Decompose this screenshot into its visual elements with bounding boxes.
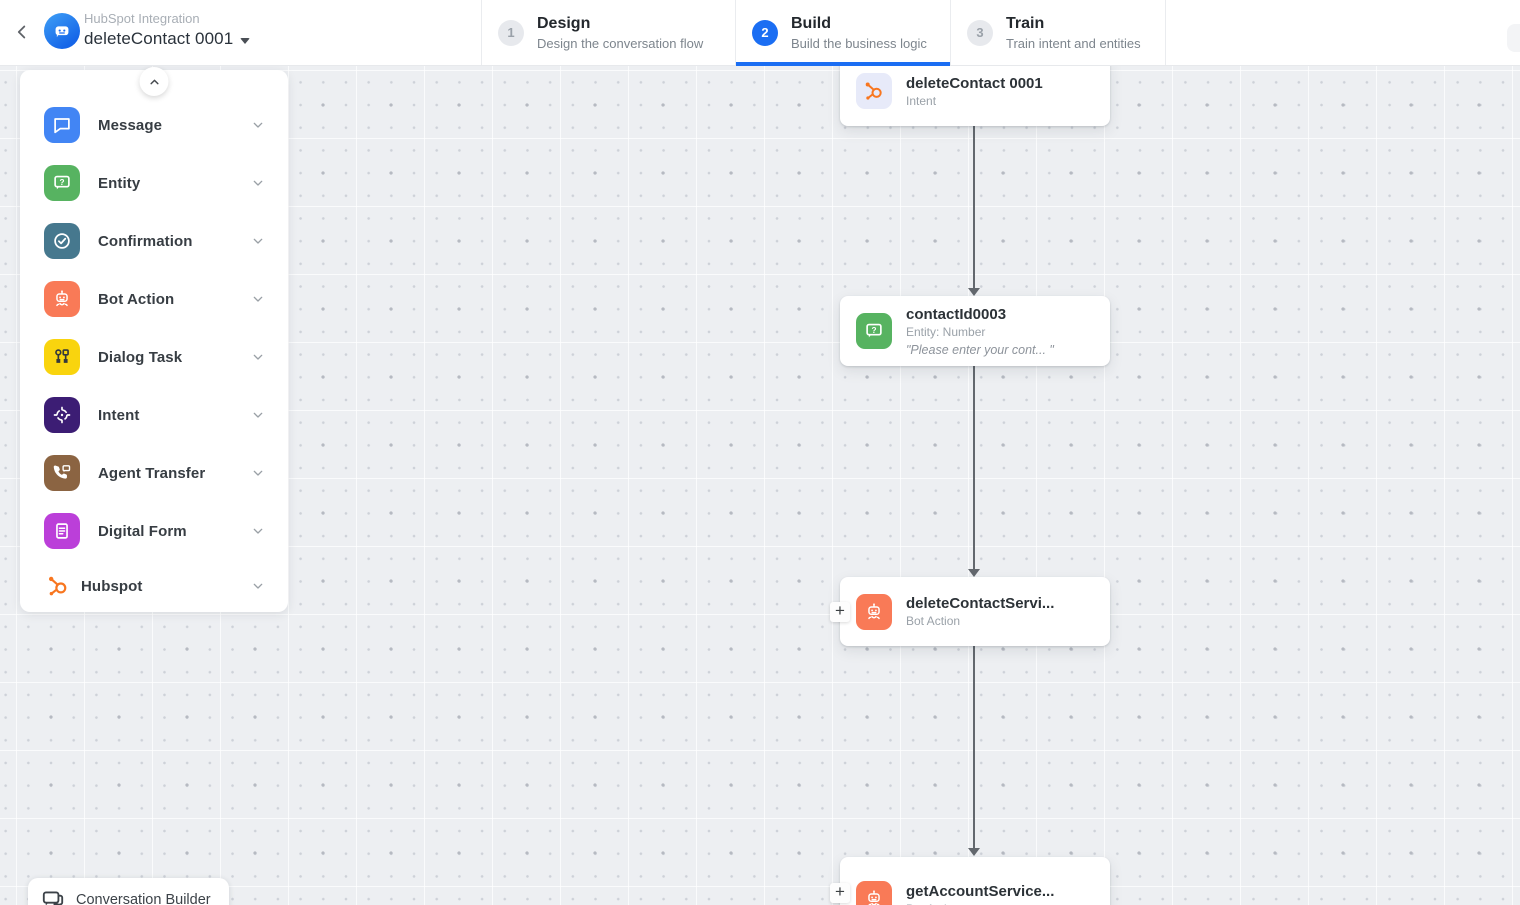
conversation-builder-label: Conversation Builder [76,892,211,905]
node-palette-panel: Message ? Entity Confirmation Bot Action [20,67,288,612]
chevron-down-icon [253,412,263,418]
back-chevron-icon [17,25,26,39]
entity-icon: ? [44,165,80,201]
bot-action-icon [856,881,892,905]
chevron-down-icon [240,37,251,44]
add-node-button[interactable]: + [830,602,850,622]
chevron-down-icon [253,238,263,244]
node-title: deleteContact 0001 [906,74,1043,92]
tab-train[interactable]: 3 Train Train intent and entities [950,0,1166,65]
palette-item-label: Dialog Task [98,348,183,366]
conversation-builder-icon [42,891,64,905]
chevron-down-icon [253,296,263,302]
palette-item-digital-form[interactable]: Digital Form [20,502,288,560]
palette-item-label: Hubspot [81,577,143,595]
bot-action-icon [44,281,80,317]
bot-action-icon [856,593,892,630]
palette-item-bot-action[interactable]: Bot Action [20,270,288,328]
palette-item-label: Confirmation [98,232,193,250]
back-button[interactable] [10,21,34,45]
svg-text:?: ? [871,326,876,335]
bot-avatar-icon [44,13,80,49]
flow-node-entity[interactable]: ? contactId0003 Entity: Number "Please e… [840,296,1110,366]
palette-item-entity[interactable]: ? Entity [20,154,288,212]
flow-node-intent[interactable]: deleteContact 0001 Intent [840,66,1110,126]
palette-item-hubspot[interactable]: Hubspot [20,560,288,612]
chevron-up-icon [149,79,159,84]
arrow-down-icon [968,288,980,296]
flow-canvas[interactable]: deleteContact 0001 Intent ? contactId000… [0,66,1520,905]
add-node-button[interactable]: + [830,883,850,903]
palette-item-agent-transfer[interactable]: Agent Transfer [20,444,288,502]
app-subtitle: HubSpot Integration [84,11,200,26]
arrow-down-icon [968,848,980,856]
node-title: contactId0003 [906,306,1007,323]
task-title-dropdown[interactable]: deleteContact 0001 [84,29,251,49]
palette-item-label: Bot Action [98,290,175,308]
step-number-badge: 3 [967,19,993,46]
node-type-label: Bot Action [906,902,1054,905]
page-title: deleteContact 0001 [84,29,234,48]
palette-item-message[interactable]: Message [20,96,288,154]
palette-item-dialog-task[interactable]: Dialog Task [20,328,288,386]
hubspot-icon [44,568,72,604]
step-title: Train [1006,14,1045,32]
chevron-down-icon [253,122,263,128]
digital-form-icon [44,513,80,549]
flow-connector [973,366,975,570]
node-title: deleteContactServi... [906,595,1055,612]
step-subtitle: Build the business logic [791,35,927,51]
chevron-down-icon [253,583,263,589]
node-prompt-preview: "Please enter your cont... " [906,343,1054,357]
edge-panel-handle[interactable] [1507,24,1520,52]
node-title: getAccountService... [906,882,1055,900]
step-number-badge: 1 [498,19,524,46]
confirmation-icon [44,223,80,259]
step-title: Build [791,14,831,32]
collapse-panel-button[interactable] [139,67,169,96]
palette-item-label: Digital Form [98,522,187,540]
step-subtitle: Train intent and entities [1006,35,1141,51]
node-type-label: Intent [906,93,937,108]
palette-item-label: Agent Transfer [98,464,206,482]
palette-item-intent[interactable]: Intent [20,386,288,444]
tab-build[interactable]: 2 Build Build the business logic [735,0,950,66]
dialog-task-icon [44,339,80,375]
palette-item-label: Entity [98,174,141,192]
flow-node-bot-action[interactable]: + deleteContactServi... Bot Action [830,577,1110,646]
flow-node-bot-action[interactable]: + getAccountService... Bot Action [830,857,1110,905]
node-type-label: Bot Action [906,614,961,628]
chevron-down-icon [253,528,263,534]
top-header: HubSpot Integration deleteContact 0001 1… [0,0,1520,66]
intent-icon [44,397,80,433]
conversation-builder-button[interactable]: Conversation Builder [28,878,229,905]
palette-item-label: Message [98,116,163,134]
svg-text:?: ? [59,178,64,187]
step-title: Design [537,14,591,32]
flow-connector [973,646,975,849]
tab-design[interactable]: 1 Design Design the conversation flow [481,0,735,65]
step-subtitle: Design the conversation flow [537,35,704,51]
flow-connector [973,126,975,289]
chevron-down-icon [253,354,263,360]
chevron-down-icon [253,470,263,476]
palette-item-label: Intent [98,406,140,424]
entity-icon: ? [856,313,892,349]
hubspot-icon [856,73,892,109]
agent-transfer-icon [44,455,80,491]
step-tabs: 1 Design Design the conversation flow 2 … [481,0,1166,66]
message-icon [44,107,80,143]
step-number-badge: 2 [752,19,778,46]
arrow-down-icon [968,569,980,577]
node-type-label: Entity: Number [906,325,986,339]
palette-item-confirmation[interactable]: Confirmation [20,212,288,270]
chevron-down-icon [253,180,263,186]
